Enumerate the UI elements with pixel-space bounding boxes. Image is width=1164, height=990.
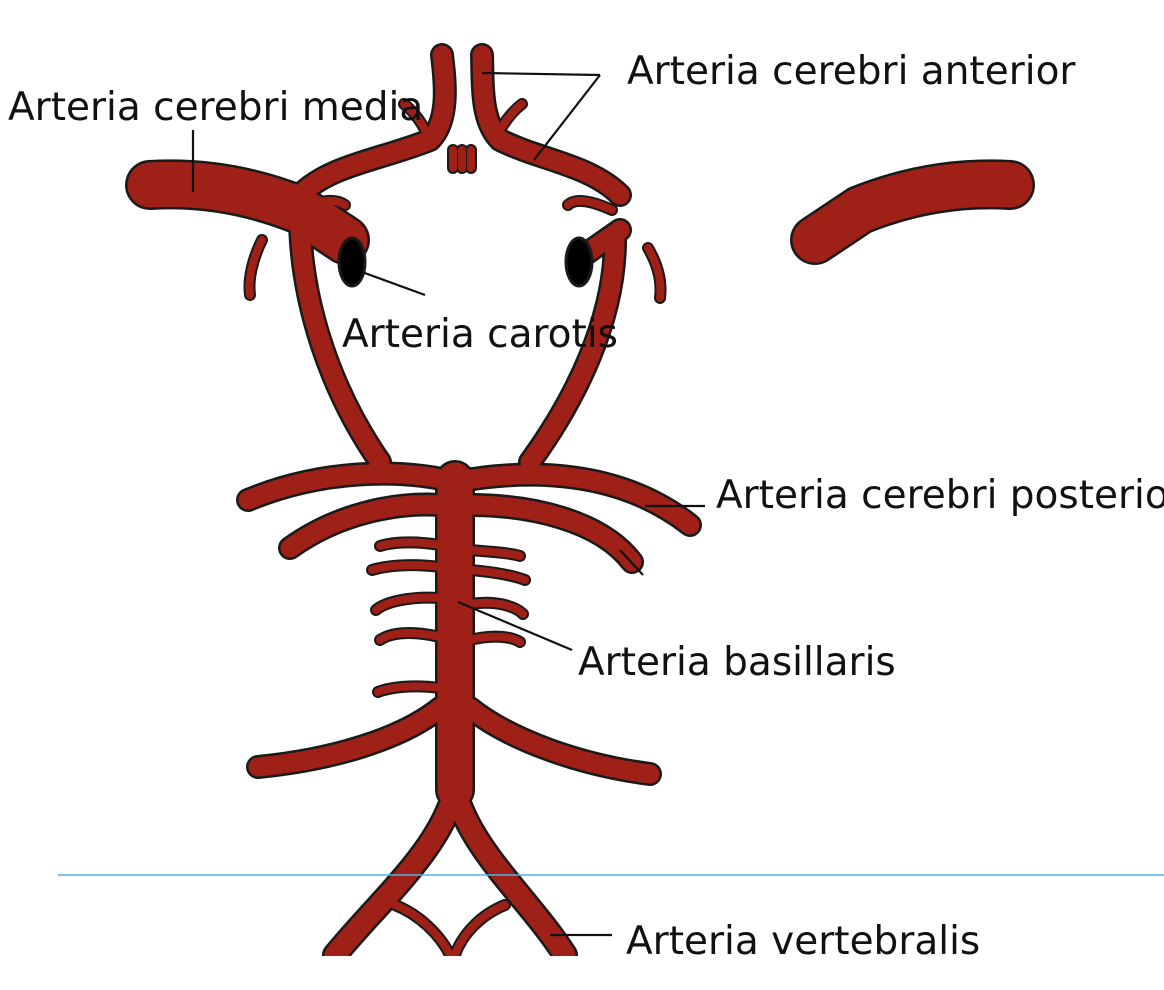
- leader-carotis: [361, 270, 426, 297]
- carotis-opening-right: [564, 236, 594, 288]
- label-basillaris: Arteria basillaris: [578, 640, 896, 685]
- carotis-opening-left: [337, 236, 367, 288]
- leader-lines: [191, 71, 705, 937]
- leader-posterior-sub: [619, 549, 644, 576]
- label-cerebri-anterior: Arteria cerebri anterior: [627, 49, 1076, 94]
- leader-anterior-right: [533, 74, 601, 161]
- label-carotis: Arteria carotis: [342, 312, 618, 357]
- label-vertebralis: Arteria vertebralis: [626, 919, 980, 964]
- leader-basillaris: [457, 600, 573, 652]
- bottom-mask: [0, 956, 1164, 990]
- leader-anterior-left: [481, 71, 601, 77]
- label-cerebri-posterior: Arteria cerebri posterior: [716, 473, 1164, 518]
- label-cerebri-media: Arteria cerebri media: [8, 85, 423, 130]
